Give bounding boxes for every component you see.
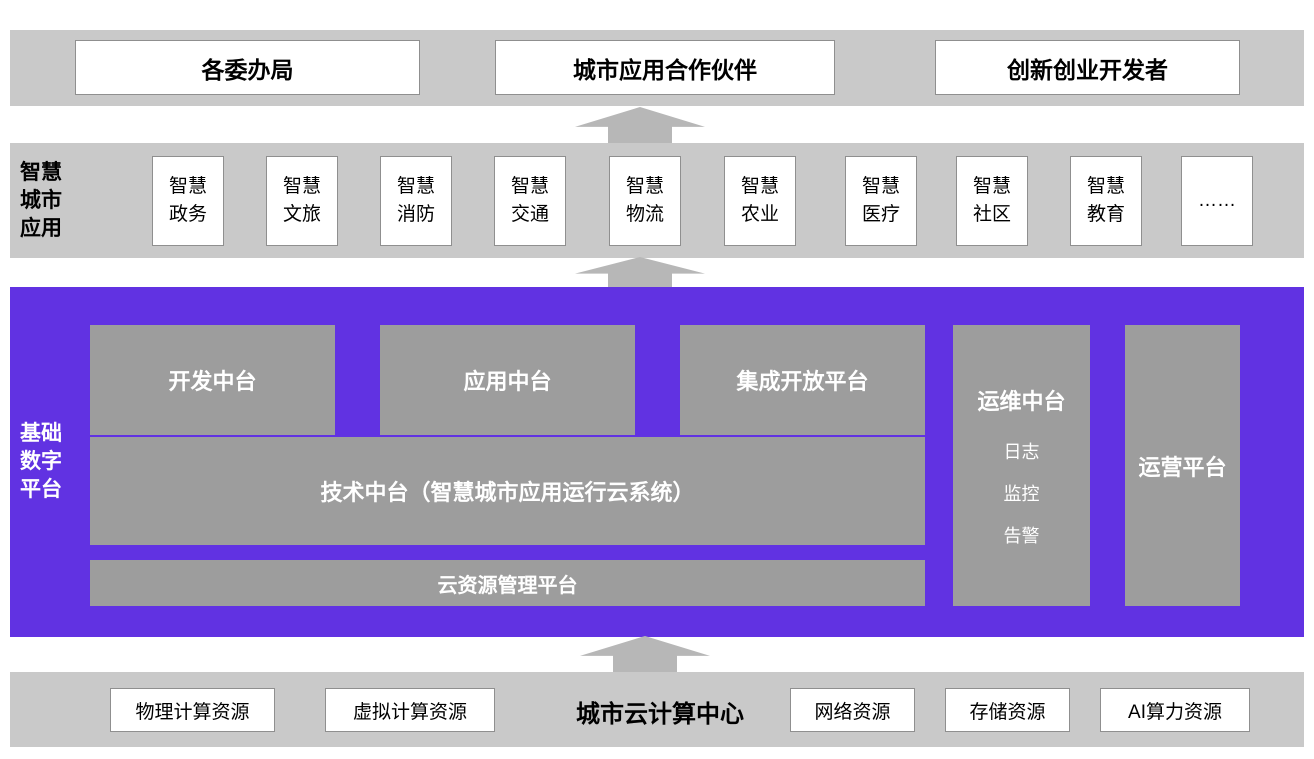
innovation-developers-box: 创新创业开发者 <box>935 40 1240 95</box>
app-box-label-line1: 智慧 <box>168 176 207 197</box>
ops-middle-platform-box: 运维中台 日志 监控 告警 <box>953 325 1090 606</box>
ai-compute-resource-label: AI算力资源 <box>1128 701 1222 723</box>
app-box-smart-medical: 智慧 医疗 <box>845 156 917 246</box>
operation-platform-label: 运营平台 <box>1138 454 1227 480</box>
app-box-label-line2: 社区 <box>972 204 1011 225</box>
app-box-label-line1: 智慧 <box>861 176 900 197</box>
cloud-computing-center-title: 城市云计算中心 <box>576 701 744 728</box>
ops-item-alerts: 告警 <box>1003 525 1040 546</box>
app-box-smart-culture-tourism: 智慧 文旅 <box>266 156 338 246</box>
up-arrow-cloud-to-platform <box>580 636 710 672</box>
basic-digital-platform-band: 基础 数字 平台 开发中台 应用中台 集成开放平台 技术中台（智慧城市应用运行云… <box>10 287 1304 637</box>
users-band: 各委办局 城市应用合作伙伴 创新创业开发者 <box>10 30 1304 106</box>
dev-middle-platform-label: 开发中台 <box>168 369 257 394</box>
platform-band-title-line2: 数字 <box>20 450 62 473</box>
app-box-label-line2: 医疗 <box>861 204 900 225</box>
dev-middle-platform-box: 开发中台 <box>90 325 335 435</box>
app-box-label-line2: 消防 <box>396 204 435 225</box>
app-box-smart-transport: 智慧 交通 <box>494 156 566 246</box>
app-box-label-line1: 智慧 <box>282 176 321 197</box>
cloud-resource-mgmt-platform-label: 云资源管理平台 <box>437 574 578 597</box>
app-box-smart-logistics: 智慧 物流 <box>609 156 681 246</box>
app-box-label-line1: …… <box>1198 190 1236 211</box>
innovation-developers-label: 创新创业开发者 <box>1007 56 1168 83</box>
up-arrow-platform-to-apps <box>575 257 705 287</box>
city-app-partners-box: 城市应用合作伙伴 <box>495 40 835 95</box>
ops-middle-platform-label: 运维中台 <box>977 388 1066 414</box>
tech-middle-platform-label: 技术中台（智慧城市应用运行云系统） <box>320 480 695 505</box>
app-box-label-line2: 交通 <box>510 204 549 225</box>
apps-band-title-line3: 应用 <box>20 216 62 240</box>
virtual-compute-resource-label: 虚拟计算资源 <box>352 701 467 723</box>
ai-compute-resource-box: AI算力资源 <box>1100 688 1250 732</box>
storage-resource-box: 存储资源 <box>945 688 1070 732</box>
app-box-label-line2: 物流 <box>625 204 664 225</box>
city-app-partners-label: 城市应用合作伙伴 <box>573 56 757 83</box>
physical-compute-resource-box: 物理计算资源 <box>110 688 275 732</box>
app-box-label-line1: 智慧 <box>625 176 664 197</box>
apps-band-title: 智慧 城市 应用 <box>14 159 68 243</box>
app-box-label-line1: 智慧 <box>510 176 549 197</box>
cloud-computing-center-band: 物理计算资源 虚拟计算资源 城市云计算中心 网络资源 存储资源 AI算力资源 <box>10 672 1304 747</box>
app-box-label-line1: 智慧 <box>1086 176 1125 197</box>
ops-item-monitoring: 监控 <box>1003 483 1040 504</box>
app-box-label-line1: 智慧 <box>972 176 1011 197</box>
operation-platform-box: 运营平台 <box>1125 325 1240 606</box>
network-resource-box: 网络资源 <box>790 688 915 732</box>
smart-city-apps-band: 智慧 城市 应用 智慧 政务 智慧 文旅 智慧 消防 智慧 交通 智慧 物流 智… <box>10 143 1304 258</box>
cloud-resource-mgmt-platform-box: 云资源管理平台 <box>90 560 925 606</box>
storage-resource-label: 存储资源 <box>969 701 1046 723</box>
app-middle-platform-label: 应用中台 <box>463 369 552 394</box>
up-arrow-apps-to-users <box>575 107 705 143</box>
app-box-smart-community: 智慧 社区 <box>956 156 1028 246</box>
app-box-smart-fire: 智慧 消防 <box>380 156 452 246</box>
app-middle-platform-box: 应用中台 <box>380 325 635 435</box>
virtual-compute-resource-box: 虚拟计算资源 <box>325 688 495 732</box>
platform-band-title: 基础 数字 平台 <box>14 420 68 504</box>
tech-middle-platform-box: 技术中台（智慧城市应用运行云系统） <box>90 437 925 545</box>
network-resource-label: 网络资源 <box>814 701 891 723</box>
app-box-label-line2: 文旅 <box>282 204 321 225</box>
app-box-smart-agriculture: 智慧 农业 <box>724 156 796 246</box>
app-box-label-line1: 智慧 <box>396 176 435 197</box>
integration-open-platform-label: 集成开放平台 <box>736 369 869 394</box>
ops-item-logs: 日志 <box>1003 441 1040 462</box>
app-box-label-line2: 农业 <box>740 204 779 225</box>
app-box-label-line1: 智慧 <box>740 176 779 197</box>
apps-band-title-line2: 城市 <box>20 188 62 212</box>
integration-open-platform-box: 集成开放平台 <box>680 325 925 435</box>
platform-band-title-line3: 平台 <box>20 478 62 501</box>
app-box-smart-education: 智慧 教育 <box>1070 156 1142 246</box>
dept-bureaus-label: 各委办局 <box>201 56 294 83</box>
app-box-label-line2: 教育 <box>1086 204 1125 225</box>
app-box-label-line2: 政务 <box>168 204 207 225</box>
app-box-smart-government: 智慧 政务 <box>152 156 224 246</box>
apps-band-title-line1: 智慧 <box>20 160 62 184</box>
dept-bureaus-box: 各委办局 <box>75 40 420 95</box>
app-box-more-ellipsis: …… <box>1181 156 1253 246</box>
platform-band-title-line1: 基础 <box>20 422 62 445</box>
physical-compute-resource-label: 物理计算资源 <box>135 701 250 723</box>
